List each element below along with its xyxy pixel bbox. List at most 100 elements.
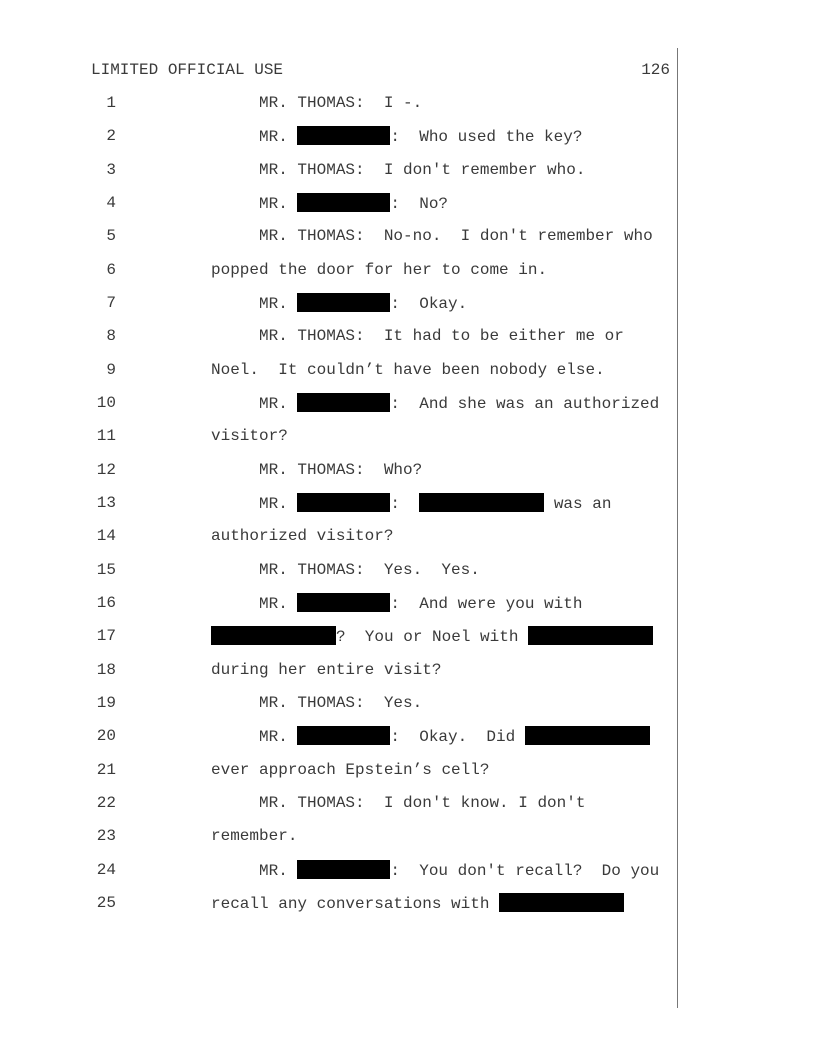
line-number: 11: [96, 427, 116, 446]
page-number: 126: [641, 61, 670, 79]
text-segment: MR.: [259, 294, 298, 313]
line-number: 12: [96, 460, 116, 479]
redaction-box: [297, 859, 391, 879]
line-text: MR. : Who used the key?: [259, 126, 582, 147]
text-segment: authorized visitor?: [211, 527, 394, 546]
line-text: MR. THOMAS: No-no. I don't remember who: [259, 226, 653, 246]
line-number: 10: [96, 393, 116, 412]
redaction-box: [528, 626, 654, 646]
line-text: MR. : Okay. Did: [259, 726, 650, 747]
text-segment: ? You or Noel with: [336, 628, 529, 647]
line-text: MR. THOMAS: I don't know. I don't: [259, 793, 585, 813]
line-text: visitor?: [211, 426, 288, 446]
line-number: 6: [106, 260, 116, 279]
line-text: recall any conversations with: [211, 892, 625, 914]
text-segment: MR. THOMAS: Who?: [259, 460, 423, 479]
line-number: 17: [96, 627, 116, 646]
text-segment: MR.: [259, 194, 298, 213]
line-number: 21: [96, 760, 116, 779]
line-number: 19: [96, 693, 116, 712]
text-segment: visitor?: [211, 427, 288, 446]
line-number: 1: [106, 94, 116, 112]
line-number: 4: [106, 193, 116, 212]
line-text: Noel. It couldn’t have been nobody else.: [211, 360, 605, 380]
line-number: 15: [96, 560, 116, 579]
text-segment: MR. THOMAS: I don't know. I don't: [259, 793, 586, 812]
line-text: popped the door for her to come in.: [211, 260, 547, 280]
text-segment: MR.: [259, 728, 298, 747]
line-text: MR. THOMAS: I don't remember who.: [259, 160, 585, 180]
line-text: MR. : was an: [259, 492, 612, 514]
line-number: 25: [96, 893, 116, 912]
text-segment: MR.: [259, 394, 298, 413]
line-number: 22: [96, 793, 116, 812]
text-segment: MR. THOMAS: I don't remember who.: [259, 160, 586, 179]
line-text: remember.: [211, 826, 297, 846]
text-segment: recall any conversations with: [211, 894, 500, 913]
line-text: MR. THOMAS: I -.: [259, 93, 422, 113]
text-segment: :: [390, 494, 420, 513]
line-text: MR. : And she was an authorized: [259, 392, 660, 414]
text-segment: was an: [544, 494, 612, 513]
line-text: MR. : And were you with: [259, 592, 583, 614]
redaction-box: [297, 126, 391, 146]
line-text: MR. THOMAS: Who?: [259, 460, 422, 480]
text-segment: MR. THOMAS: No-no. I don't remember who: [259, 227, 653, 246]
line-text: MR. THOMAS: Yes. Yes.: [259, 560, 480, 580]
line-number: 20: [96, 727, 116, 746]
redaction-box: [211, 626, 336, 646]
line-number: 5: [106, 227, 116, 246]
line-text: MR. : Okay.: [259, 292, 468, 314]
text-segment: MR. THOMAS: Yes.: [259, 693, 423, 712]
text-segment: : Okay.: [390, 294, 468, 313]
line-text: MR. : You don't recall? Do you: [259, 859, 660, 881]
text-segment: MR. THOMAS: I -.: [259, 94, 423, 112]
line-number: 18: [96, 660, 116, 679]
line-text: ? You or Noel with: [211, 626, 654, 647]
text-segment: remember.: [211, 827, 298, 846]
right-margin-rule: [677, 48, 678, 1008]
line-text: ever approach Epstein’s cell?: [211, 760, 489, 780]
line-text: MR. THOMAS: It had to be either me or: [259, 326, 624, 346]
text-segment: : Who used the key?: [390, 128, 583, 147]
text-segment: : And she was an authorized: [390, 394, 660, 413]
line-number: 14: [96, 527, 116, 546]
text-segment: : No?: [390, 194, 449, 213]
line-number: 13: [96, 493, 116, 512]
redaction-box: [419, 492, 545, 512]
text-segment: ever approach Epstein’s cell?: [211, 760, 490, 779]
text-segment: popped the door for her to come in.: [211, 260, 548, 279]
line-number: 2: [106, 127, 116, 146]
line-number: 23: [96, 827, 116, 846]
redaction-box: [297, 392, 391, 412]
text-segment: : Okay. Did: [390, 728, 525, 747]
line-number: 24: [96, 860, 116, 879]
text-segment: during her entire visit?: [211, 660, 442, 679]
line-text: authorized visitor?: [211, 526, 393, 546]
text-segment: MR.: [259, 861, 298, 880]
line-number: 16: [96, 593, 116, 612]
redaction-box: [499, 892, 625, 912]
redaction-box: [524, 726, 650, 746]
redaction-box: [297, 726, 391, 746]
line-number: 3: [106, 160, 116, 179]
text-segment: MR.: [259, 494, 298, 513]
text-segment: MR. THOMAS: It had to be either me or: [259, 327, 624, 346]
text-segment: : And were you with: [390, 594, 583, 613]
redaction-box: [297, 592, 391, 612]
line-text: during her entire visit?: [211, 660, 441, 680]
redaction-box: [297, 492, 391, 512]
text-segment: MR.: [259, 128, 298, 147]
text-segment: : You don't recall? Do you: [390, 861, 660, 880]
line-number: 9: [106, 360, 116, 379]
line-text: MR. THOMAS: Yes.: [259, 693, 422, 713]
line-number: 7: [106, 293, 116, 312]
text-segment: MR. THOMAS: Yes. Yes.: [259, 560, 480, 579]
redaction-box: [297, 292, 391, 312]
redaction-box: [297, 192, 391, 212]
text-segment: Noel. It couldn’t have been nobody else.: [211, 360, 605, 379]
line-number: 8: [106, 327, 116, 346]
classification-header: LIMITED OFFICIAL USE: [91, 61, 284, 79]
line-text: MR. : No?: [259, 192, 449, 214]
text-segment: MR.: [259, 594, 298, 613]
